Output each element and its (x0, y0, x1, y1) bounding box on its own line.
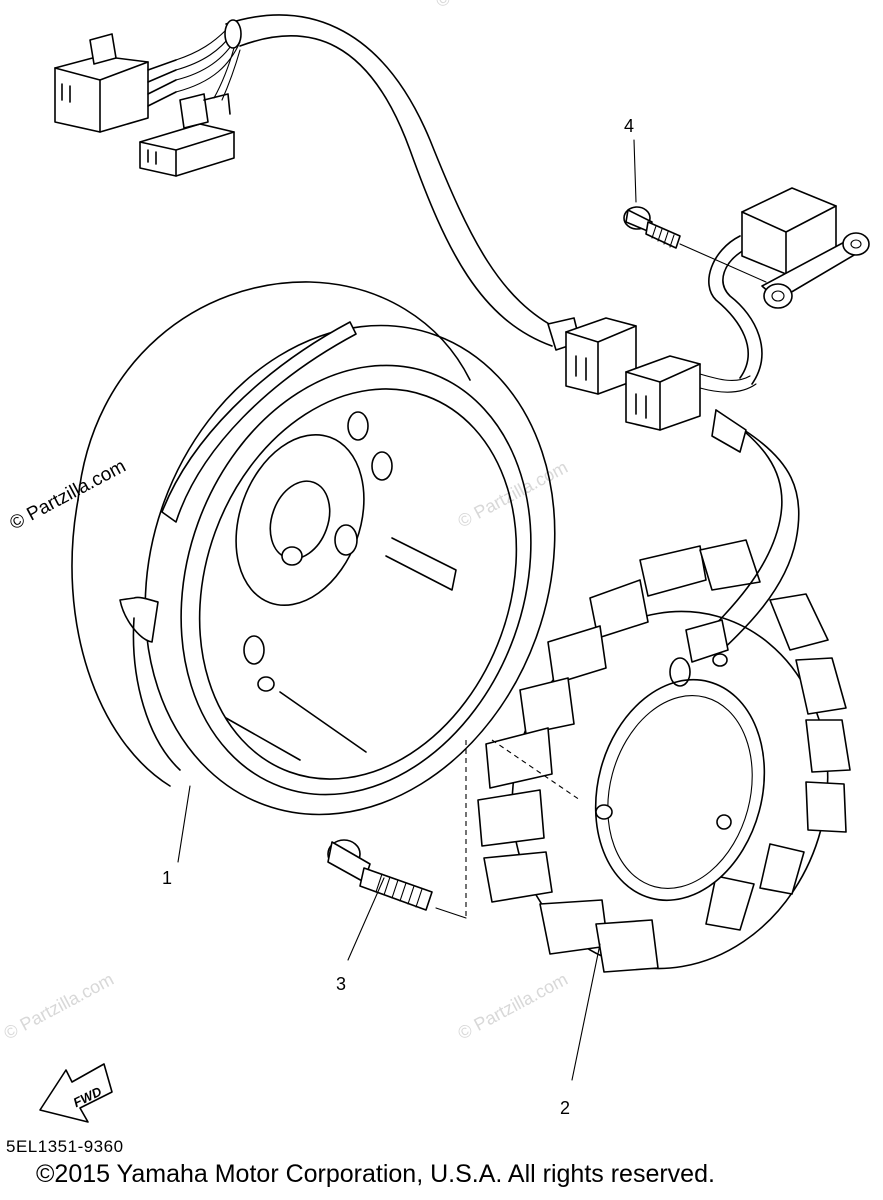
copyright-notice: ©2015 Yamaha Motor Corporation, U.S.A. A… (36, 1160, 715, 1188)
bolt-3 (327, 740, 467, 919)
callout-leaders (177, 139, 637, 1081)
center-coupler (565, 235, 763, 431)
wire-connectors (54, 29, 241, 177)
watermarks: © Partzilla.com © Partzilla.com © Partzi… (0, 0, 570, 1044)
stator (477, 409, 851, 973)
watermark-left: © Partzilla.com (6, 456, 129, 535)
leader-4 (633, 139, 637, 203)
leader-1 (177, 785, 191, 863)
watermark-lower-left: © Partzilla.com (0, 969, 116, 1044)
callout-2: 2 (560, 1098, 570, 1118)
fwd-arrow-icon: FWD (39, 1063, 113, 1123)
leader-2 (571, 943, 601, 1081)
callout-4: 4 (624, 116, 634, 136)
callout-1: 1 (162, 868, 172, 888)
wire-harness (224, 14, 581, 351)
part-code: 5EL1351-9360 (6, 1137, 124, 1156)
pickup-coil (741, 187, 870, 309)
leader-3 (347, 877, 385, 961)
watermark-center: © Partzilla.com (454, 457, 570, 532)
watermark-lower-center: © Partzilla.com (454, 969, 570, 1044)
flywheel-rotor (71, 281, 556, 816)
watermark-top: © Partzilla.com (432, 0, 548, 12)
screw-4 (623, 206, 767, 283)
callout-3: 3 (336, 974, 346, 994)
